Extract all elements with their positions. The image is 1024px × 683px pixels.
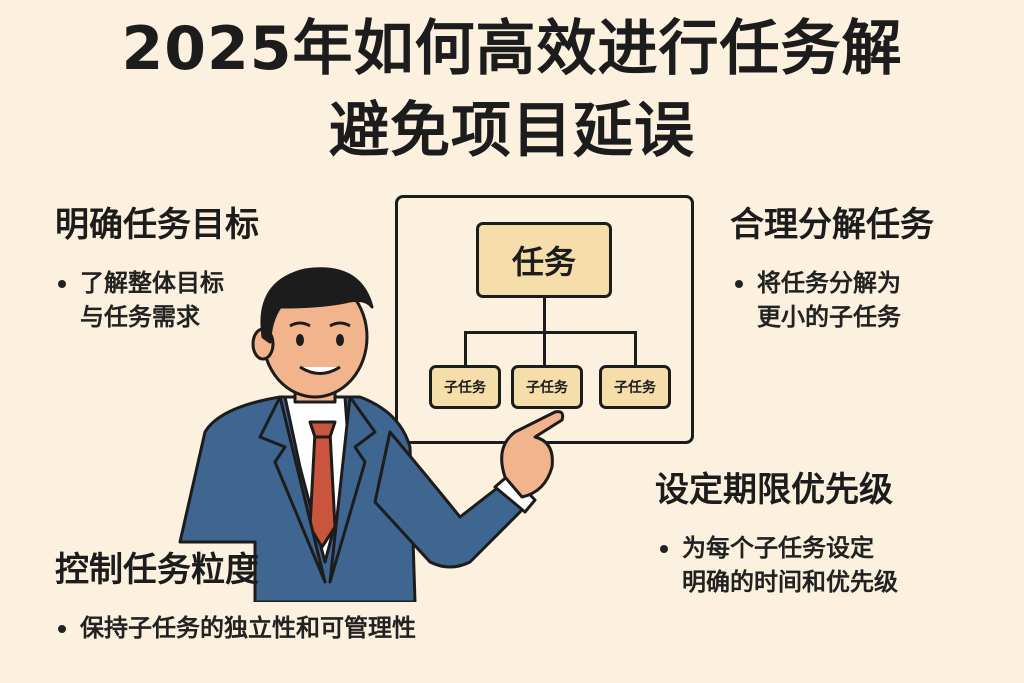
connector-line: [543, 295, 546, 333]
deadline-bullet-line-2: 明确的时间和优先级: [682, 568, 898, 596]
bullet-dot: [58, 280, 66, 288]
bullet-dot: [58, 625, 66, 633]
goal-bullet-line-2: 与任务需求: [80, 303, 200, 331]
businessman-illustration: [178, 267, 565, 602]
subtask-box: 子任务: [511, 365, 583, 409]
decompose-heading: 合理分解任务: [730, 205, 934, 245]
bullet-dot: [660, 545, 668, 553]
connector-line: [464, 331, 637, 334]
title-line-2: 避免项目延误: [329, 96, 695, 166]
connector-line: [634, 331, 637, 365]
goal-heading: 明确任务目标: [55, 205, 259, 245]
connector-line: [543, 331, 546, 365]
connector-line: [464, 331, 467, 365]
root-task-box: 任务: [476, 222, 612, 298]
granularity-heading: 控制任务粒度: [55, 550, 259, 590]
granularity-bullet: 保持子任务的独立性和可管理性: [58, 611, 416, 645]
bullet-dot: [735, 280, 743, 288]
decompose-bullet: 将任务分解为更小的子任务: [735, 266, 901, 334]
deadline-heading: 设定期限优先级: [655, 470, 893, 510]
decompose-bullet-line-1: 将任务分解为: [757, 269, 901, 297]
goal-bullet-line-1: 了解整体目标: [80, 269, 224, 297]
subtask-box: 子任务: [599, 365, 671, 409]
deadline-bullet: 为每个子任务设定明确的时间和优先级: [660, 531, 898, 599]
decompose-bullet-line-2: 更小的子任务: [757, 303, 901, 331]
title-line-1: 2025年如何高效进行任务解: [121, 14, 903, 84]
subtask-box: 子任务: [429, 365, 501, 409]
deadline-bullet-line-1: 为每个子任务设定: [682, 534, 874, 562]
granularity-bullet-line-1: 保持子任务的独立性和可管理性: [80, 614, 416, 642]
goal-bullet: 了解整体目标与任务需求: [58, 266, 224, 334]
